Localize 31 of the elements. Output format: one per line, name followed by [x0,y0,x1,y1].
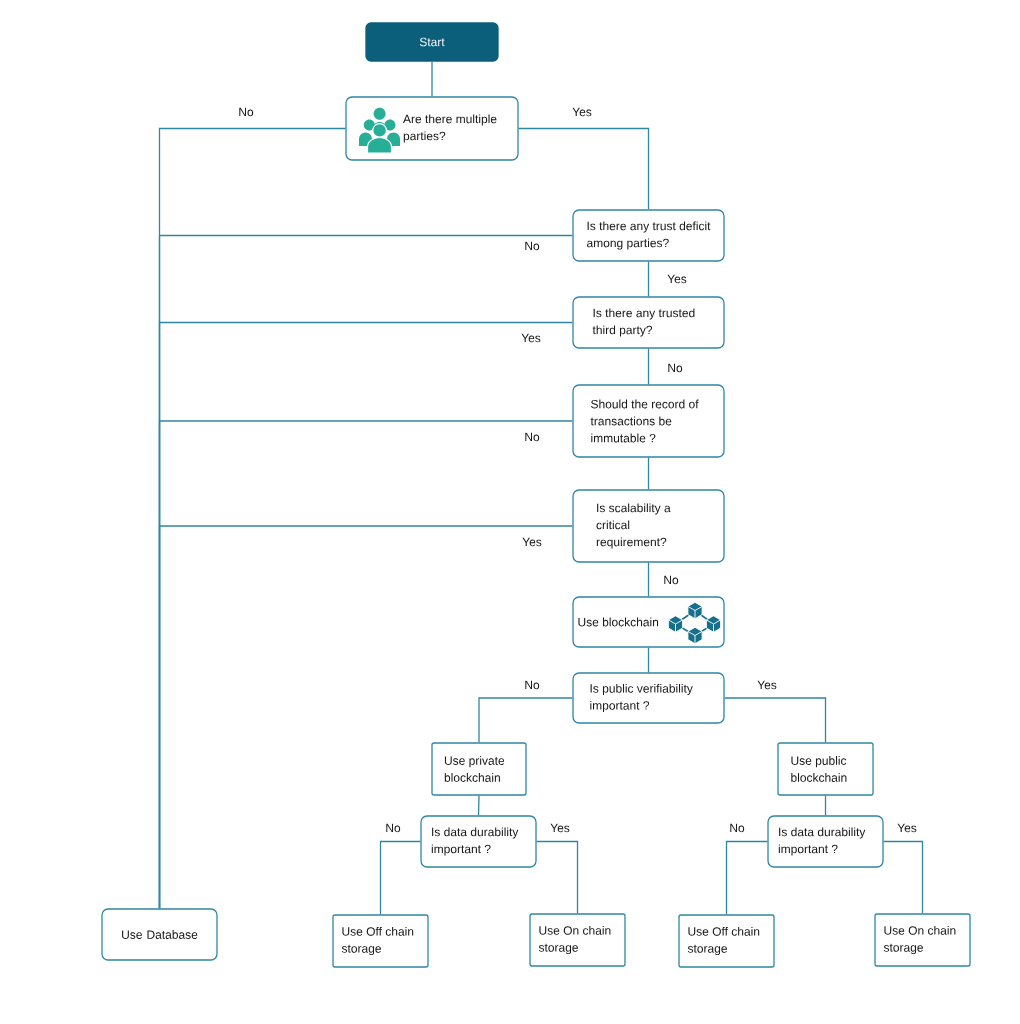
decision-box: Is scalability a critical requirement? [572,489,725,563]
process-box: Use private blockchain [431,742,527,796]
process-box: Use Off chain storage [332,914,429,968]
edge-label: Yes [666,273,688,285]
decision-box: Is data durability important ? [420,815,537,868]
decision-box: Should the record of transactions be immutable ? [572,384,725,458]
process-box: Use On chain storage [529,913,626,967]
edge-label: Yes [521,536,543,548]
decision-box: Is there any trust deficit among parties? [572,209,725,262]
edge-label: Yes [571,106,593,118]
edge-label: Yes [756,679,778,691]
process-box: Use Off chain storage [678,914,775,968]
edge-label: No [384,822,402,834]
edge-label: Yes [549,822,571,834]
decision-box: Is public verifiability important ? [572,672,725,724]
edge-label: Yes [896,822,918,834]
decision-box: Are there multiple parties? [345,96,519,161]
decision-box: Is there any trusted third party? [572,296,725,349]
process-box: Use Database [101,908,218,961]
edge-label: No [237,106,255,118]
decision-box: Is data durability important ? [767,815,884,868]
edge-label: No [728,822,746,834]
terminal-box: Start [365,22,499,62]
process-box: Use public blockchain [777,742,874,796]
edge-label: No [662,574,680,586]
edge-label: No [523,431,541,443]
edge-label: No [666,362,684,374]
edge-label: No [523,679,541,691]
edge-label: Yes [520,332,542,344]
edge-label: No [523,240,541,252]
process-box: Use On chain storage [874,913,971,967]
